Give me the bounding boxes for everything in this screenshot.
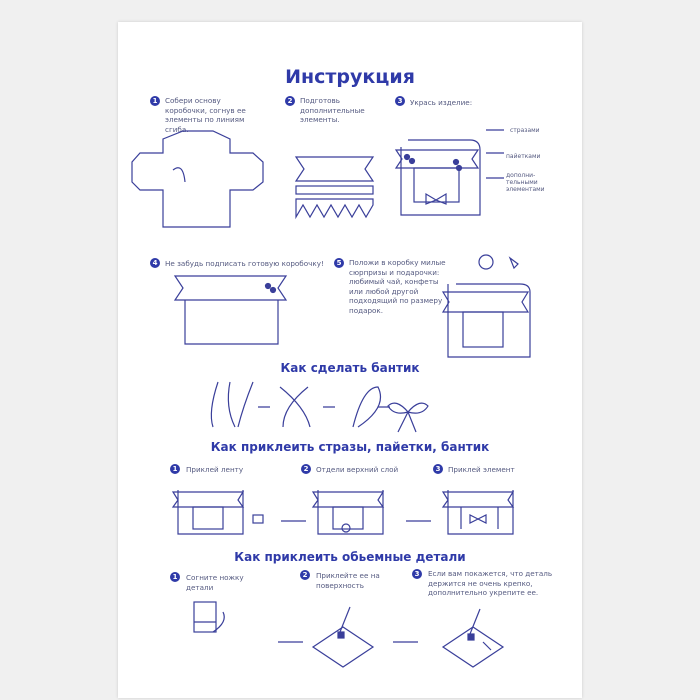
decor-label: дополни-тельными элементами [506, 172, 545, 193]
step-text: Приклей элемент [448, 465, 515, 474]
step-text: Не забудь подписать готовую коробочку! [165, 259, 324, 268]
bow-steps-drawing [210, 381, 429, 433]
decor-label: стразами [510, 127, 540, 134]
3d-detail-steps-drawing [193, 601, 505, 668]
step-text: Положи в коробку милые сюрпризы и подаро… [349, 258, 446, 315]
gift-box-drawing [441, 254, 531, 358]
page-title: Инструкция [285, 66, 415, 88]
step-text: Собери основу коробочки, согнув ее элеме… [165, 96, 246, 134]
labeled-box-drawing [173, 275, 288, 345]
step-number: 2 [285, 96, 295, 106]
step-number: 3 [433, 464, 443, 474]
instruction-sheet: Инструкция 1 Собери основу коробочки, со… [118, 22, 582, 698]
decorated-box-drawing [394, 129, 504, 216]
step-text: Подготовь дополнительные элементы. [300, 96, 365, 124]
step-text: Приклей ленту [186, 465, 244, 474]
step-number: 3 [395, 96, 405, 106]
step-number: 5 [334, 258, 344, 268]
step-number: 1 [170, 572, 180, 582]
step-number: 4 [150, 258, 160, 268]
ribbon-strips-drawing [294, 156, 375, 220]
decor-label: пайетками [506, 153, 541, 160]
step-number: 2 [301, 464, 311, 474]
step-text: Приклейте ее на поверхность [316, 571, 380, 590]
instruction-illustrations [131, 129, 531, 668]
step-number: 2 [300, 570, 310, 580]
section-title-bow: Как сделать бантик [280, 361, 420, 375]
glue-steps-drawing [171, 490, 515, 535]
box-net-drawing [131, 130, 264, 228]
step-text: Укрась изделие: [410, 98, 473, 107]
section-title-glue: Как приклеить стразы, пайетки, бантик [210, 440, 490, 454]
step-text: Согните ножку детали [186, 573, 244, 592]
step-number: 1 [150, 96, 160, 106]
step-number: 3 [412, 569, 422, 579]
step-text: Отдели верхний слой [316, 465, 399, 474]
step-number: 1 [170, 464, 180, 474]
step-text: Если вам покажется, что деталь держится … [428, 569, 553, 597]
section-title-3d: Как приклеить обьемные детали [234, 550, 466, 564]
